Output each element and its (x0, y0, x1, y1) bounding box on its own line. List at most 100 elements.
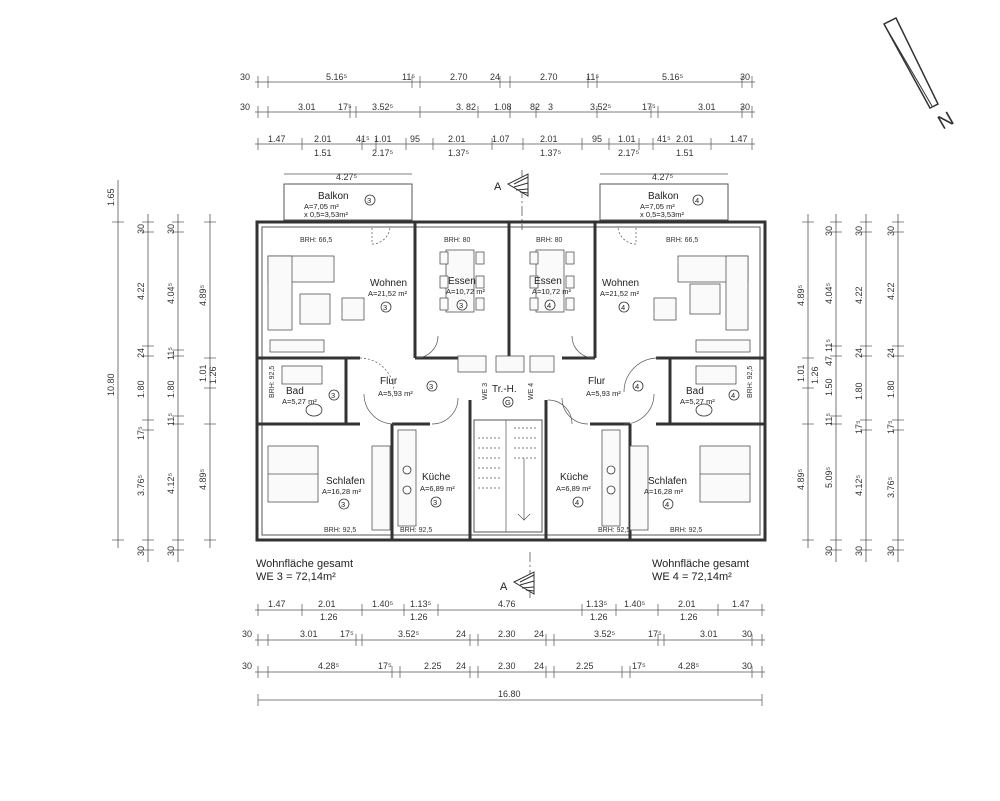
dimension-label: 30 (886, 546, 896, 556)
dimension-label: 17⁵ (632, 661, 646, 671)
room-wohnen-left: Wohnen (370, 278, 407, 289)
dimension-label: A=10,72 m² (532, 287, 571, 296)
dimension-label: 1.47 (732, 599, 750, 609)
dimension-label: A=16,28 m² (644, 487, 683, 496)
dimension-label: 4.28⁵ (318, 661, 340, 671)
room-bad-left: Bad (286, 386, 304, 397)
dimension-label: 1.26 (410, 612, 428, 622)
dimension-label: 4.22 (886, 282, 896, 300)
section-label-bottom: A (500, 581, 508, 593)
dimension-label: WE 3 (482, 383, 489, 400)
section-label-top: A (494, 181, 502, 193)
dimension-label: BRH: 92,5 (747, 366, 754, 398)
dimension-label: 3 (433, 498, 437, 507)
dimension-label: 2.30 (498, 629, 516, 639)
dimension-label: 1.37⁵ (448, 148, 470, 158)
dimension-label: 4.89⁵ (198, 468, 208, 490)
dimension-label: G (505, 398, 511, 407)
dimension-label: 3.52⁵ (590, 102, 612, 112)
dimension-label: A=6,89 m² (556, 484, 591, 493)
dimension-label: 4.76 (498, 599, 516, 609)
dimension-label: 4 (621, 303, 625, 312)
dimension-label: 2.30 (498, 661, 516, 671)
dimension-label: 3.52⁵ (398, 629, 420, 639)
dimension-label: 1.37⁵ (540, 148, 562, 158)
dimension-label: 1.65 (106, 188, 116, 206)
dimension-label: 2.01 (314, 134, 332, 144)
dimension-label: 1.51 (314, 148, 332, 158)
dimension-label: BRH: 80 (536, 237, 563, 244)
door-swings (359, 225, 659, 425)
dimension-label: 2.25 (576, 661, 594, 671)
bottom-dim-row2: 30 3.01 17⁵ 3.52⁵ 24 2.30 24 3.52⁵ 17⁵ 3… (242, 629, 752, 639)
dimension-label: 17⁵ (338, 102, 352, 112)
dimension-label: 24 (136, 348, 146, 358)
dimension-label: 41⁵ (356, 134, 370, 144)
dimension-label: 2.17⁵ (618, 148, 640, 158)
dimension-label: 11⁵ (586, 72, 599, 82)
dimension-label: 11⁵ (824, 413, 834, 426)
dimension-label: 24 (854, 348, 864, 358)
top-dim-row3: 1.47 2.01 41⁵ 1.01 95 2.01 1.07 2.01 95 … (268, 134, 748, 144)
dimension-label: 1.13⁵ (410, 599, 432, 609)
dimension-label: 3 (367, 196, 371, 205)
top-dim-row2: 30 3.01 17⁵ 3.52⁵ 3. 82 1.08 82 3 3.52⁵ … (240, 102, 750, 112)
dimension-label: 30 (740, 102, 750, 112)
dimension-label: 17⁵ (642, 102, 656, 112)
section-mark-bottom (512, 552, 535, 600)
dimension-label: BRH: 92,5 (598, 527, 630, 534)
dimension-label: 1.07 (492, 134, 510, 144)
dimension-label: A=5,93 m² (586, 389, 621, 398)
dimension-label: 1.40⁵ (624, 599, 646, 609)
section-mark-top (506, 170, 529, 230)
dimension-label: 1.40⁵ (372, 599, 394, 609)
dimension-label: 30 (242, 629, 252, 639)
dimension-label: A=6,89 m² (420, 484, 455, 493)
left-dim-labels: 1.65 10.80 30 4.22 24 1.80 17⁵ 3.76⁵ 30 … (106, 188, 218, 556)
dimension-label: 4 (665, 500, 669, 509)
dimension-label: 30 (240, 102, 250, 112)
dimension-label: BRH: 80 (444, 237, 471, 244)
dimension-label: BRH: 92,5 (324, 527, 356, 534)
top-dim-row1: 30 5.16⁵ 11⁵ 2.70 24 2.70 11⁵ 5.16⁵ 30 (240, 72, 750, 82)
room-flur-right: Flur (588, 376, 606, 387)
dimension-label: 17⁵ (378, 661, 392, 671)
dimension-label: 2.01 (540, 134, 558, 144)
room-bad-right: Bad (686, 386, 704, 397)
balkon-name-right: Balkon (648, 191, 679, 202)
dimension-label: 24 (534, 661, 544, 671)
dimension-label: 17⁵ (648, 629, 662, 639)
dimension-label: A=5,27 m² (282, 397, 317, 406)
dimension-label: 1.26 (320, 612, 338, 622)
dimension-label: 4 (731, 391, 735, 400)
dimension-label: 30 (742, 661, 752, 671)
dimension-label: 17⁵ (854, 420, 864, 434)
dimension-label: 1.51 (676, 148, 694, 158)
dimension-label: 1.26 (208, 366, 218, 384)
dimension-label: 41⁵ (657, 134, 671, 144)
bottom-dimension-chain (255, 604, 765, 706)
balcony-left (283, 173, 413, 221)
dimension-label: 4.28⁵ (678, 661, 700, 671)
dimension-label: 1.26 (680, 612, 698, 622)
dimension-label: 4 (575, 498, 579, 507)
dimension-label: 4.22 (854, 286, 864, 304)
dimension-label: 24 (490, 72, 500, 82)
dimension-label: BRH: 92,5 (400, 527, 432, 534)
room-essen-left: Essen (448, 276, 476, 287)
dimension-label: 30 (240, 72, 250, 82)
dimension-label: 3 (548, 102, 553, 112)
total-width: 16.80 (498, 689, 521, 699)
dimension-label: 3 (383, 303, 387, 312)
total-value-right: WE 4 = 72,14m² (652, 571, 732, 583)
dimension-label: 4.89⁵ (796, 468, 806, 490)
dimension-label: 2.01 (676, 134, 694, 144)
total-label-left: Wohnfläche gesamt (256, 558, 353, 570)
room-flur-left: Flur (380, 376, 398, 387)
dimension-label: 4.12⁵ (166, 472, 176, 494)
dimension-label: 4.89⁵ (796, 284, 806, 306)
total-label-right: Wohnfläche gesamt (652, 558, 749, 570)
dimension-label: 5.16⁵ (662, 72, 684, 82)
dimension-label: WE 4 (528, 383, 535, 400)
